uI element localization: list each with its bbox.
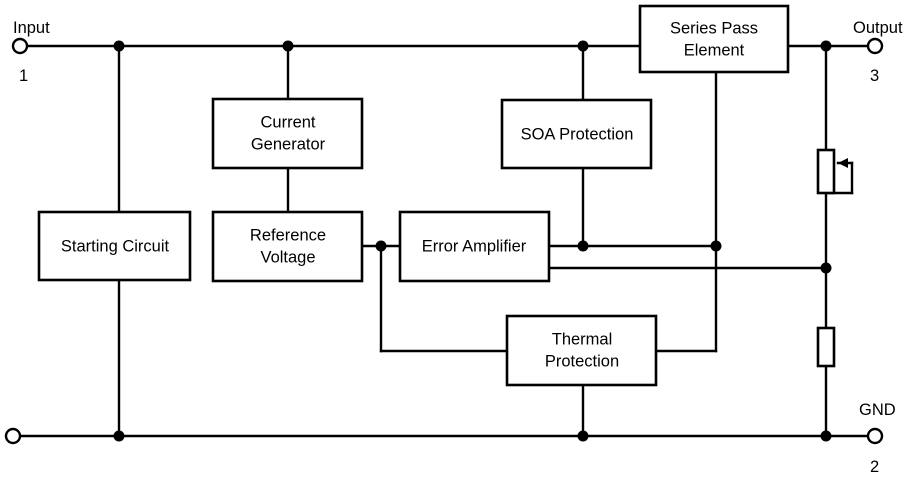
junction-dot-divider-tap — [820, 262, 832, 274]
block-thermal-protection-label-line2: Protection — [545, 352, 619, 370]
terminal-output-node[interactable] — [866, 37, 884, 55]
terminal-label-output: Output — [853, 19, 903, 37]
block-thermal-protection[interactable]: Thermal Protection — [505, 314, 658, 387]
block-starting-circuit[interactable]: Starting Circuit — [37, 210, 192, 282]
terminal-layer — [4, 37, 884, 445]
terminal-label-gnd: GND — [859, 401, 896, 419]
component-layer — [816, 148, 836, 368]
feedback-resistor — [816, 326, 836, 368]
block-soa-protection-label: SOA Protection — [521, 125, 634, 143]
block-series-pass-element-label-line1: Series Pass — [670, 19, 758, 37]
junction-dot-input-soa — [577, 40, 589, 52]
block-starting-circuit-label: Starting Circuit — [61, 237, 170, 255]
terminal-input-node[interactable] — [11, 37, 29, 55]
terminal-gnd-left-node[interactable] — [4, 427, 22, 445]
block-soa-protection[interactable]: SOA Protection — [500, 98, 653, 170]
block-error-amplifier-rect — [398, 210, 551, 283]
junction-dot-output — [820, 40, 832, 52]
terminal-pin-output: 3 — [870, 67, 879, 85]
block-thermal-protection-rect — [505, 314, 658, 387]
block-starting-circuit-rect — [37, 210, 192, 282]
block-thermal-protection-label-line1: Thermal — [552, 330, 613, 348]
junction-dot-gnd-thermal — [577, 430, 589, 442]
junction-dot-gnd-divider — [820, 430, 832, 442]
block-reference-voltage[interactable]: Reference Voltage — [211, 210, 364, 283]
block-layer: Series Pass Element Current Generator SO… — [37, 4, 790, 387]
block-series-pass-element-label-line2: Element — [684, 41, 745, 59]
terminal-gnd-right-node[interactable] — [866, 427, 884, 445]
block-reference-voltage-label-line1: Reference — [250, 226, 326, 244]
junction-layer — [113, 40, 832, 442]
junction-dot-soa-erroramp — [577, 240, 589, 252]
block-series-pass-element-rect — [638, 4, 790, 74]
terminal-label-layer: Input 1 Output 3 GND 2 — [13, 19, 903, 476]
feedback-potentiometer — [816, 148, 836, 195]
block-error-amplifier-label: Error Amplifier — [422, 237, 527, 255]
block-series-pass-element[interactable]: Series Pass Element — [638, 4, 790, 74]
terminal-label-input: Input — [13, 19, 50, 37]
junction-dot-gnd-starting — [113, 430, 125, 442]
junction-dot-pass-gate — [710, 240, 722, 252]
pot-wiper-arrow-icon — [838, 158, 848, 168]
block-soa-protection-rect — [500, 98, 653, 170]
junction-dot-input-starting — [113, 40, 125, 52]
junction-dot-input-currentgen — [282, 40, 294, 52]
block-error-amplifier[interactable]: Error Amplifier — [398, 210, 551, 283]
terminal-pin-gnd: 2 — [870, 458, 879, 476]
block-current-generator-rect — [211, 97, 364, 170]
terminal-pin-input: 1 — [19, 67, 28, 85]
junction-dot-reference-out — [375, 240, 387, 252]
block-current-generator-label-line1: Current — [260, 113, 315, 131]
block-current-generator-label-line2: Generator — [251, 135, 326, 153]
block-reference-voltage-rect — [211, 210, 364, 283]
block-reference-voltage-label-line2: Voltage — [260, 248, 315, 266]
block-current-generator[interactable]: Current Generator — [211, 97, 364, 170]
